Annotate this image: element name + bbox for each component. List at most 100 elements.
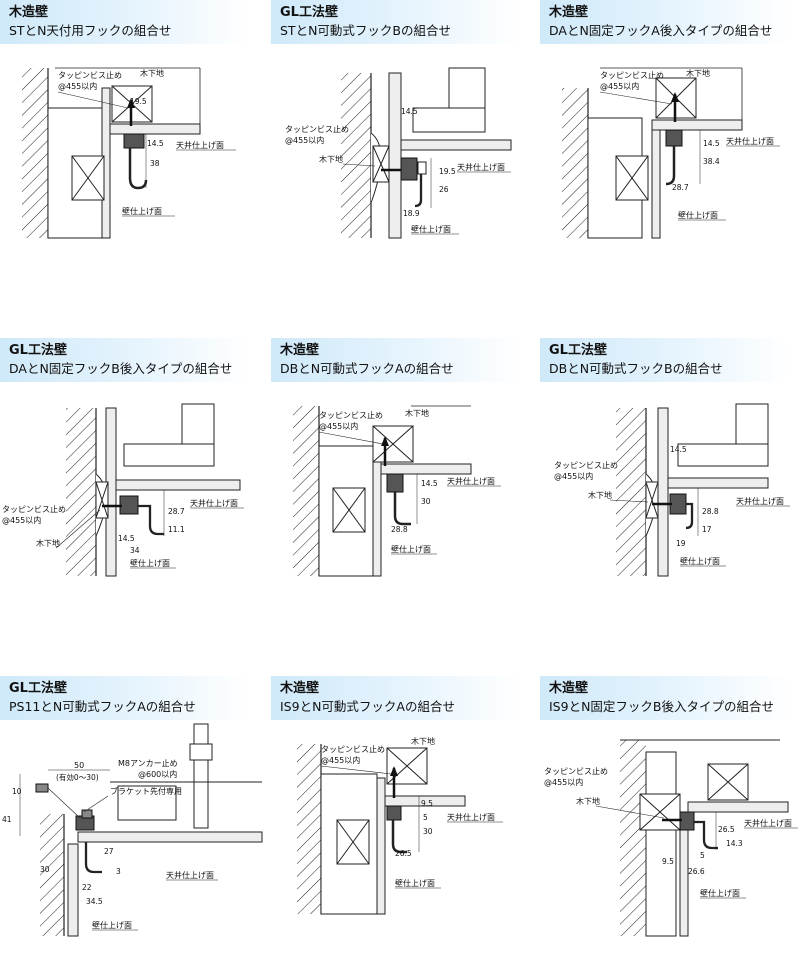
hook xyxy=(665,146,676,186)
label-wall: 壁仕上げ面 xyxy=(92,920,132,930)
wall-hatch xyxy=(297,744,321,914)
dim-h27: 27 xyxy=(104,847,114,856)
panel-subtitle: DBとN可動式フックAの組合せ xyxy=(280,361,454,376)
wood-base-block xyxy=(639,763,749,831)
dim-a: 14.5 xyxy=(703,139,720,148)
dim-e: 26.6 xyxy=(688,867,705,876)
panel-subtitle: STとN可動式フックBの組合せ xyxy=(280,23,451,38)
rail-profile xyxy=(400,157,418,181)
ceiling-board xyxy=(109,123,201,135)
label-ceiling: 天井仕上げ面 xyxy=(447,476,495,486)
label-wall: 壁仕上げ面 xyxy=(700,888,740,898)
label-wall: 壁仕上げ面 xyxy=(395,878,435,888)
label-base: 木下地 xyxy=(140,68,164,78)
wall-board xyxy=(657,407,669,577)
section-diagram: タッピンビス止め @455以内 木下地 14.5 19.5 26 18.9 天井… xyxy=(285,67,512,239)
panel-wood-is9-b: 木造壁 IS9とN固定フックB後入タイプの組合せ タッピンビス止め @455以内… xyxy=(540,676,800,976)
label-pitch: @455以内 xyxy=(285,135,324,145)
label-ceiling: 天井仕上げ面 xyxy=(726,136,774,146)
panel-title-band: 木造壁 DBとN可動式フックAの組合せ xyxy=(271,338,521,382)
panel-title-band: GL工法壁 DBとN可動式フックBの組合せ xyxy=(540,338,790,382)
label-screw: タッピンビス止め xyxy=(319,410,383,420)
rail-profile xyxy=(665,129,683,147)
label-pitch: @455以内 xyxy=(2,515,41,525)
label-ceiling: 天井仕上げ面 xyxy=(457,162,505,172)
dim-c: 28.8 xyxy=(391,525,408,534)
rail-profile xyxy=(679,811,695,831)
dim-w50: 50 xyxy=(74,761,84,770)
dim-b: 5 xyxy=(423,813,428,822)
dim-c: 28.7 xyxy=(672,183,689,192)
wall-hatch xyxy=(341,73,371,238)
section-diagram: 50 (有効0～30) M8アンカー止め @600以内 ブラケット先付専用 10… xyxy=(2,723,263,937)
panel-wood-db: 木造壁 DBとN可動式フックAの組合せ タッピンビス止め @455以内 木下地 … xyxy=(271,338,533,638)
panel-title: 木造壁 xyxy=(549,5,589,20)
wall-board xyxy=(376,777,386,915)
dim-d: 19 xyxy=(676,539,686,548)
panel-subtitle: DAとN固定フックA後入タイプの組合せ xyxy=(549,23,773,38)
panel-wood-is9-a: 木造壁 IS9とN可動式フックAの組合せ タッピンビス止め @455以内 木下地… xyxy=(271,676,533,976)
label-pitch: @455以内 xyxy=(321,755,360,765)
dim-b: 11.1 xyxy=(168,525,185,534)
dim-d: 34 xyxy=(130,546,140,555)
dim-c: 26 xyxy=(439,185,449,194)
panel-gl-st: GL工法壁 STとN可動式フックBの組合せ タッピンビス止め @455以内 木下… xyxy=(271,0,533,300)
section-diagram: タッピンビス止め @455以内 木下地 14.5 28.8 17 19 天井仕上… xyxy=(554,403,790,577)
wall-hatch xyxy=(40,814,64,936)
section-diagram: タッピンビス止め @455以内 木下地 28.7 11.1 14.5 34 天井… xyxy=(2,403,244,577)
ceiling-board xyxy=(687,801,789,813)
label-pitch: @455以内 xyxy=(600,81,639,91)
panel-title: 木造壁 xyxy=(9,5,49,20)
label-ceiling: 天井仕上げ面 xyxy=(744,818,792,828)
dim-a: 14.5 xyxy=(670,445,687,454)
wall-hatch xyxy=(616,408,646,576)
section-diagram: タッピンビス止め @455以内 木下地 9.5 5 30 26.5 天井仕上げ面… xyxy=(297,736,503,915)
dim-a: 26.5 xyxy=(718,825,735,834)
dim-h10: 10 xyxy=(12,787,22,796)
wood-base-block xyxy=(372,145,390,183)
wall-hatch xyxy=(66,408,96,576)
panel-wood-da: 木造壁 DAとN固定フックA後入タイプの組合せ タッピンビス止め @455以内 … xyxy=(540,0,800,300)
panel-title-band: 木造壁 STとN天付用フックの組合せ xyxy=(0,0,250,44)
hook xyxy=(84,842,102,874)
dim-b: 38.4 xyxy=(703,157,720,166)
dim-w345: 34.5 xyxy=(86,897,103,906)
label-screw: タッピンビス止め xyxy=(285,124,349,134)
wall-board xyxy=(372,445,382,577)
label-ceiling: 天井仕上げ面 xyxy=(166,870,214,880)
ceiling-board xyxy=(651,119,743,131)
panel-title-band: GL工法壁 PS11とN可動式フックAの組合せ xyxy=(0,676,250,720)
wall-hatch xyxy=(293,406,319,576)
label-ceiling: 天井仕上げ面 xyxy=(736,496,784,506)
label-wall: 壁仕上げ面 xyxy=(122,206,162,216)
dim-h41: 41 xyxy=(2,815,12,824)
label-pitch: @455以内 xyxy=(544,777,583,787)
wall-hatch xyxy=(22,68,48,238)
panel-title: 木造壁 xyxy=(280,343,320,358)
hook xyxy=(128,148,148,190)
ceiling-frame xyxy=(117,785,177,821)
label-pitch: @455以内 xyxy=(319,421,358,431)
panel-title: GL工法壁 xyxy=(9,681,67,696)
dim-c: 14.5 xyxy=(118,534,135,543)
dim-c: 30 xyxy=(423,827,433,836)
dim-d: 18.9 xyxy=(403,209,420,218)
panel-subtitle: PS11とN可動式フックAの組合せ xyxy=(9,699,196,714)
panel-gl-ps11: GL工法壁 PS11とN可動式フックAの組合せ 50 (有効0～30) M8アン… xyxy=(0,676,263,937)
dim-a: 14.5 xyxy=(421,479,438,488)
label-ceiling: 天井仕上げ面 xyxy=(447,812,495,822)
label-wall: 壁仕上げ面 xyxy=(391,544,431,554)
label-pitch: @455以内 xyxy=(554,471,593,481)
dim-h3: 3 xyxy=(116,867,121,876)
label-base: 木下地 xyxy=(405,408,429,418)
section-diagram: タッピンビス止め @455以内 木下地 14.5 30 28.8 天井仕上げ面 … xyxy=(293,405,501,577)
hook xyxy=(391,820,407,854)
ceiling-board xyxy=(667,477,769,489)
rail-profile xyxy=(123,133,145,149)
wall-board xyxy=(679,819,689,937)
label-base: 木下地 xyxy=(588,490,612,500)
label-wall: 壁仕上げ面 xyxy=(411,224,451,234)
panel-title-band: 木造壁 DAとN固定フックA後入タイプの組合せ xyxy=(540,0,790,44)
label-base: 木下地 xyxy=(411,736,435,746)
rail-profile xyxy=(386,805,402,821)
